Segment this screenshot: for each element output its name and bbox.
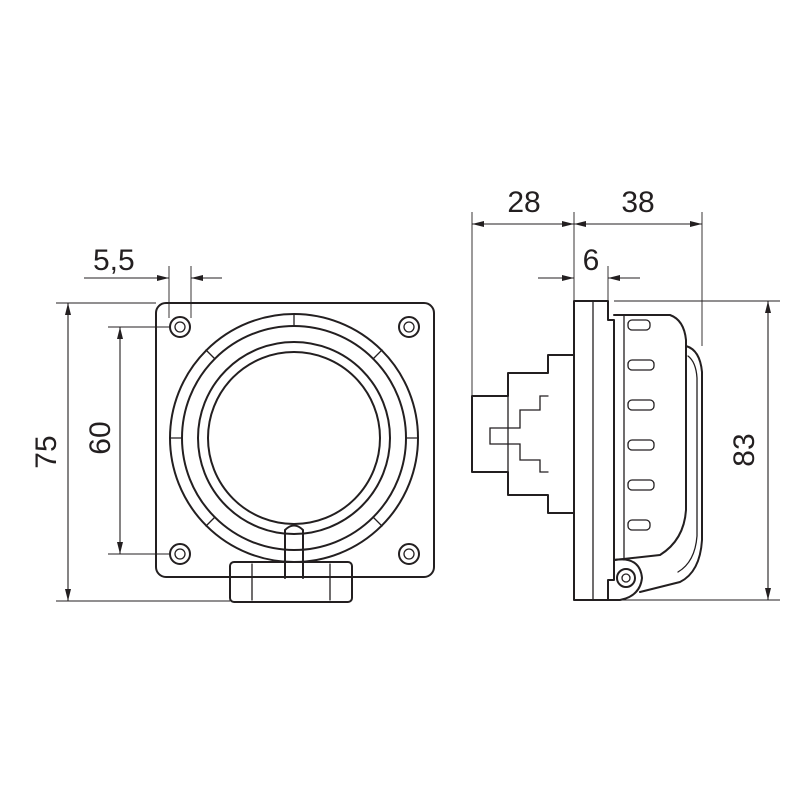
- side-lid: [639, 345, 703, 593]
- front-housing: [613, 314, 687, 561]
- dim-hole-diameter: 5,5: [93, 244, 135, 277]
- mounting-hole-bottom-right: [398, 543, 420, 565]
- side-view: [471, 300, 703, 601]
- dim-hole-spacing: 60: [84, 421, 117, 454]
- dim-total-height: 75: [30, 435, 63, 468]
- socket-middle-ring: [181, 325, 407, 551]
- dim-rear-depth: 28: [507, 186, 540, 219]
- socket-lid-ring: [197, 341, 391, 535]
- dim-front-depth: 38: [621, 186, 654, 219]
- contact-fins: [623, 314, 655, 561]
- side-dimensions: 28 38 6 83: [471, 186, 780, 601]
- mounting-hole-top-left: [169, 316, 191, 338]
- hinge-block: [229, 561, 353, 603]
- lid-latch-tab: [284, 524, 304, 579]
- mounting-hole-bottom-left: [169, 543, 191, 565]
- front-view: [155, 302, 435, 603]
- front-flange-plate: [155, 302, 435, 578]
- socket-face: [207, 351, 381, 525]
- ring-ribs: [169, 313, 419, 527]
- dim-side-total-height: 83: [728, 433, 761, 466]
- rear-body: [471, 354, 575, 514]
- side-hinge: [607, 558, 643, 601]
- front-dimensions: 5,5 75 60: [30, 244, 230, 602]
- mounting-hole-top-right: [398, 316, 420, 338]
- rear-terminal-block: [489, 395, 549, 473]
- dim-flange-thickness: 6: [583, 244, 600, 277]
- side-flange: [573, 300, 615, 601]
